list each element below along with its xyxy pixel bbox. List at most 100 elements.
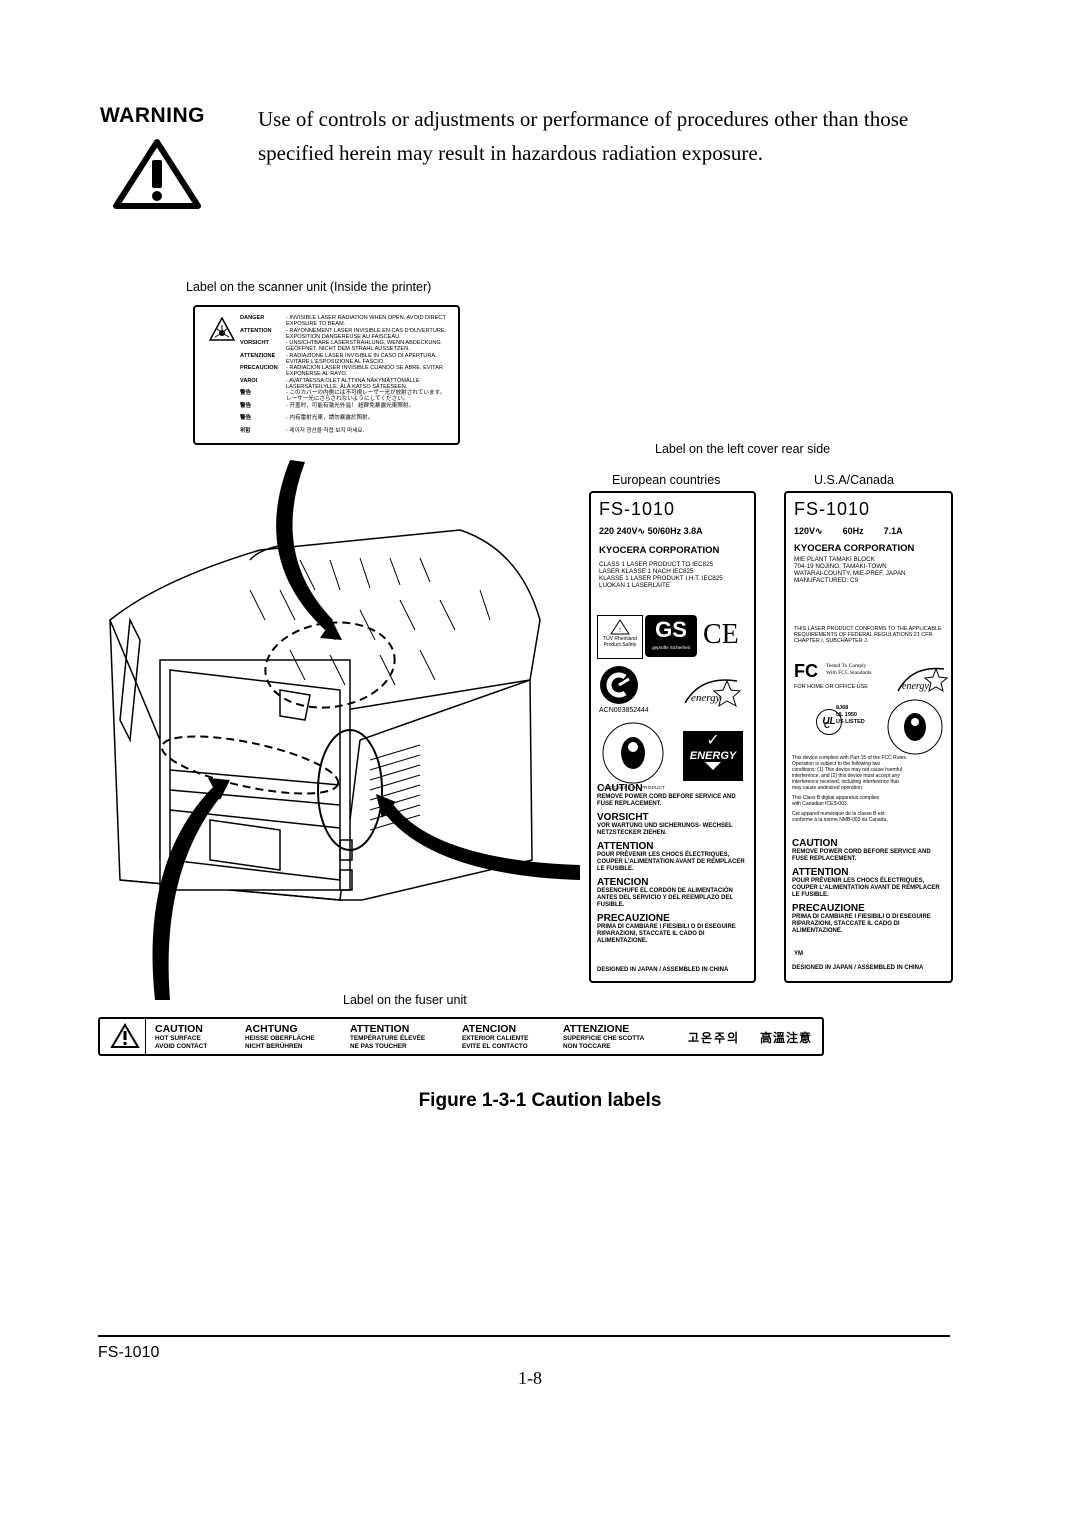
fuser-key: ATTENZIONE <box>563 1023 630 1035</box>
us-address-line: 704-19 NOJINO, TAMAKI-TOWN <box>794 563 887 570</box>
us-energy-star-icon: energy <box>897 667 948 693</box>
us-rating: 120V∿ 60Hz 7.1A <box>794 526 903 536</box>
warning-value: POUR PRÉVENIR LES CHOCS ÉLECTRIQUES, COU… <box>792 878 940 898</box>
scanner-row-value: - このカバーの内側には不可視レーザー光が放射されています。 レーザー光にさらさ… <box>286 390 446 402</box>
eu-class-line: CLASS 1 LASER PRODUCT TO IEC825 <box>599 561 714 568</box>
us-ul-line: US LISTED <box>836 719 865 725</box>
us-address-line: MANUFACTURED: C9 <box>794 577 859 584</box>
fuser-caption: Label on the fuser unit <box>343 993 467 1007</box>
us-cet-line: conforme à la norme NMB-003 du Canada. <box>792 817 888 823</box>
warning-value: POUR PRÉVENIR LES CHOCS ÉLECTRIQUES, COU… <box>597 852 745 872</box>
us-home-office: FOR HOME OR OFFICE USE <box>794 684 868 690</box>
us-model: FS-1010 <box>794 499 871 519</box>
warning-key: CAUTION <box>597 783 643 794</box>
scanner-row: VORSICHT- UNSICHTBARE LASERSTRAHLUNG, WE… <box>240 340 451 352</box>
eu-class-line: LUOKAN 1 LASERLAITE <box>599 582 671 589</box>
scanner-row-value: - RAYONNEMENT LASER INVISIBLE EN CAS D'O… <box>286 327 447 340</box>
us-energy-text: energy <box>902 681 929 692</box>
scanner-label: DANGER- INVISIBLE LASER RADIATION WHEN O… <box>193 305 460 445</box>
fuser-line: NON TOCCARE <box>563 1042 611 1050</box>
fuser-line: TEMPÉRATURE ÉLEVÉE <box>350 1035 426 1042</box>
warning-text: Use of controls or adjustments or perfor… <box>258 107 909 165</box>
warning-value: REMOVE POWER CORD BEFORE SERVICE AND FUS… <box>597 794 736 807</box>
scanner-row-value: - 开盖时，可能有激光外溢！ 超群免暴露光東照射。 <box>286 402 415 409</box>
us-fcc-rule-line: Operation is subject to the following tw… <box>792 761 881 767</box>
warning-key: PRECAUZIONE <box>792 903 865 914</box>
eu-class-line: LASER KLASSE 1 NACH IEC825 <box>599 568 694 575</box>
warning-key: ATTENTION <box>792 867 849 878</box>
scanner-row-key: 警告 <box>240 402 252 409</box>
scanner-row-value: - AVATTAESSA OLET ALTTIINA NÄKYMÄTTÖMÄLL… <box>286 377 420 390</box>
scanner-label-caption: Label on the scanner unit (Inside the pr… <box>186 280 432 294</box>
warning-value: PRIMA DI CAMBIARE I FIESIBILI O DI ESEGU… <box>597 924 736 944</box>
scanner-row-key: 警告 <box>240 390 252 396</box>
laser-hazard-icon <box>209 317 235 341</box>
eu-corp: KYOCERA CORPORATION <box>599 545 720 556</box>
scanner-row-value: - UNSICHTBARE LASERSTRAHLUNG, WENN ABDEC… <box>286 340 441 352</box>
eu-footer: DESIGNED IN JAPAN / ASSEMBLED IN CHINA <box>597 967 729 973</box>
warning-key: ATENCION <box>597 877 649 888</box>
fuser-line: SUPERFICIE CHE SCOTTA <box>563 1035 645 1042</box>
c-tick-mark-icon <box>600 666 638 704</box>
us-caption: U.S.A/Canada <box>814 473 894 487</box>
fuser-line: HOT SURFACE <box>155 1035 201 1042</box>
tuv-text: TÜV Rheinland Product Safety <box>603 636 637 648</box>
us-canada-line: This Class B digital apparatus complies <box>792 795 880 801</box>
us-fcc-lines: This device complies with Part 15 of the… <box>792 755 948 791</box>
figure-caption: Figure 1-3-1 Caution labels <box>418 1090 662 1111</box>
eu-energy-text: energy <box>691 692 721 704</box>
fuser-key: CAUTION <box>155 1023 203 1035</box>
fuser-line: EVITE EL CONTACTO <box>462 1042 528 1050</box>
page-number: 1-8 <box>518 1368 542 1388</box>
ul-logo-icon: UL <box>816 709 842 735</box>
energy-box-text: ENERGY <box>689 750 737 762</box>
scanner-row: 警告- 内有雷射光東，請勿暴露於照射。 <box>240 415 451 421</box>
eu-eco-text: KYOCERA ECO-PRODUCT <box>603 785 666 790</box>
warning-key: CAUTION <box>792 838 838 849</box>
gs-text: GS <box>655 617 687 642</box>
us-ul-line: 8J68 <box>836 705 849 711</box>
svg-text:!: ! <box>619 628 621 634</box>
us-conform-line: THIS LASER PRODUCT CONFORMS TO THE APPLI… <box>794 626 942 632</box>
us-fcc-rule-line: conditions: (1) This device may not caus… <box>792 767 902 773</box>
eu-class-line: KLASSE 1 LASER PRODUKT I.H.T. IEC825 <box>599 575 723 582</box>
us-fcc-line: With FCC Standards <box>826 670 872 676</box>
eu-acn: ACN003852444 <box>599 707 649 714</box>
us-conform-line: REQUIREMENTS OF FEDERAL REGULATIONS 21 C… <box>794 632 933 638</box>
us-fcc-rule-line: may cause undesired operation. <box>792 785 864 791</box>
us-conform-line: CHAPTER I, SUBCHAPTER J. <box>794 638 869 644</box>
european-caption: European countries <box>612 473 721 487</box>
scanner-row: ATTENTION- RAYONNEMENT LASER INVISIBLE E… <box>240 328 451 340</box>
scanner-row: VAROI- AVATTAESSA OLET ALTTIINA NÄKYMÄTT… <box>240 378 451 390</box>
printer-illustration <box>109 460 580 1000</box>
tuv-logo-icon: ! TÜV Rheinland Product Safety <box>597 615 643 659</box>
fuser-key: ATTENTION <box>350 1023 410 1035</box>
scanner-row-value: - 레이저 광선을 직접 보지 마세요. <box>286 427 365 434</box>
eco-product-icon <box>602 722 664 784</box>
us-ul-line: UL 1950 <box>836 712 857 718</box>
fuser-key: ATENCION <box>462 1023 517 1035</box>
footer-rule <box>98 1335 950 1337</box>
us-rating-label: FS-1010 120V∿ 60Hz 7.1A KYOCERA CORPORAT… <box>784 491 953 983</box>
scanner-row: 警告 - 开盖时，可能有激光外溢！ 超群免暴露光東照射。 <box>240 403 451 409</box>
us-canada-line: with Canadian ICES-003. <box>792 801 849 807</box>
warning-key: ATTENTION <box>597 841 654 852</box>
us-footer: DESIGNED IN JAPAN / ASSEMBLED IN CHINA <box>792 965 924 971</box>
scanner-row-value: - INVISIBLE LASER RADIATION WHEN OPEN. A… <box>286 315 446 327</box>
